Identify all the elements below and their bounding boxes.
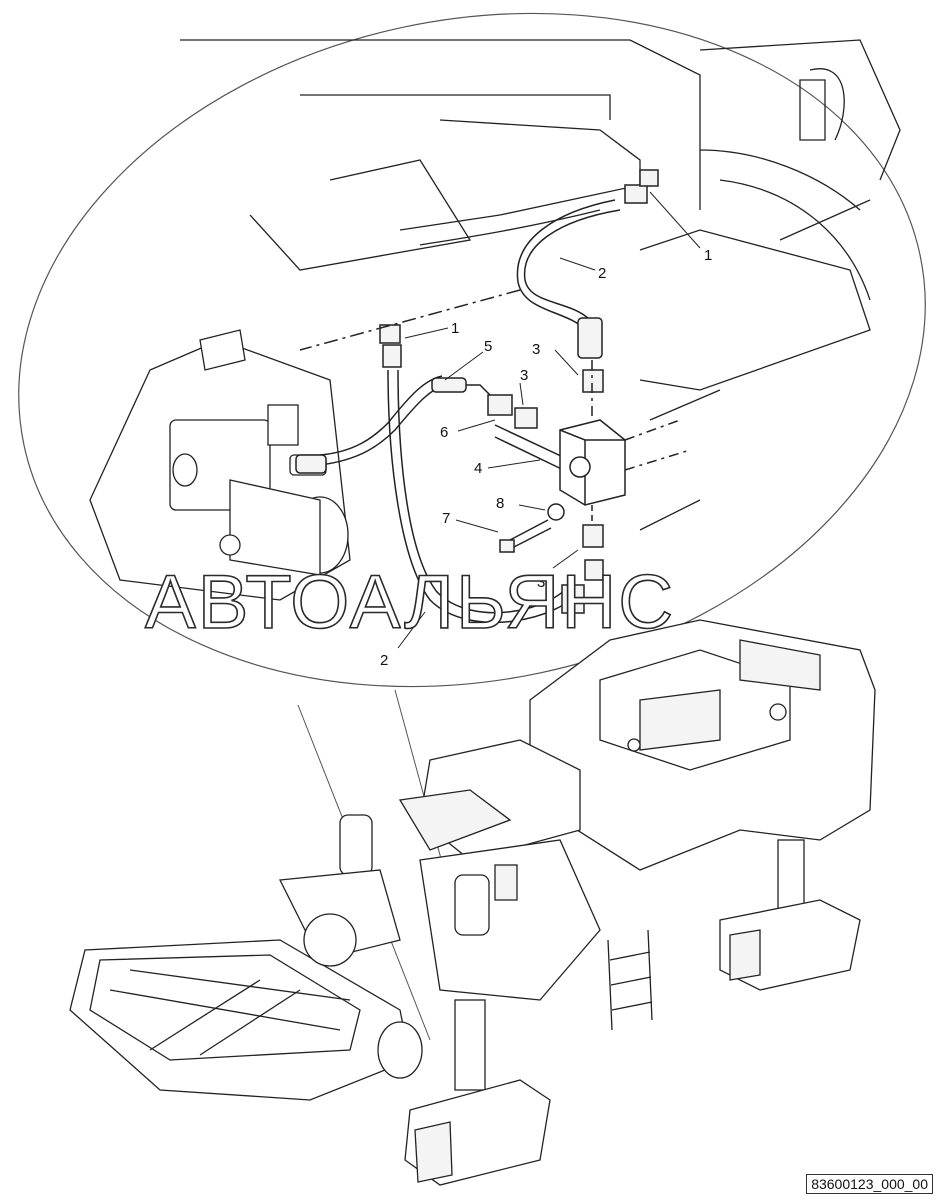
callout-3-b: 3 [520, 367, 528, 384]
callout-6: 6 [440, 424, 448, 441]
callout-1-top: 1 [704, 247, 712, 264]
frame-structure [180, 39, 901, 531]
callout-2-bottom: 2 [380, 652, 388, 669]
hose-set [295, 169, 691, 624]
callout-1-mid: 1 [451, 320, 459, 337]
callout-5: 5 [484, 338, 492, 355]
machine-overview [69, 619, 876, 1186]
pump-motor-assembly [89, 329, 351, 601]
callout-numbers: 1 2 1 5 3 3 6 4 8 7 3 2 [380, 247, 712, 669]
drawing-number: 83600123_000_00 [806, 1174, 933, 1194]
callout-leaders [397, 191, 701, 649]
callout-3-a: 3 [532, 341, 540, 358]
callout-7: 7 [442, 510, 450, 527]
watermark-text: АВТОАЛЬЯНС [145, 560, 675, 645]
callout-3-c: 3 [537, 574, 545, 591]
callout-8: 8 [496, 495, 504, 512]
access-ladder [607, 929, 653, 1031]
callout-2-top: 2 [598, 265, 606, 282]
callout-4: 4 [474, 460, 482, 477]
